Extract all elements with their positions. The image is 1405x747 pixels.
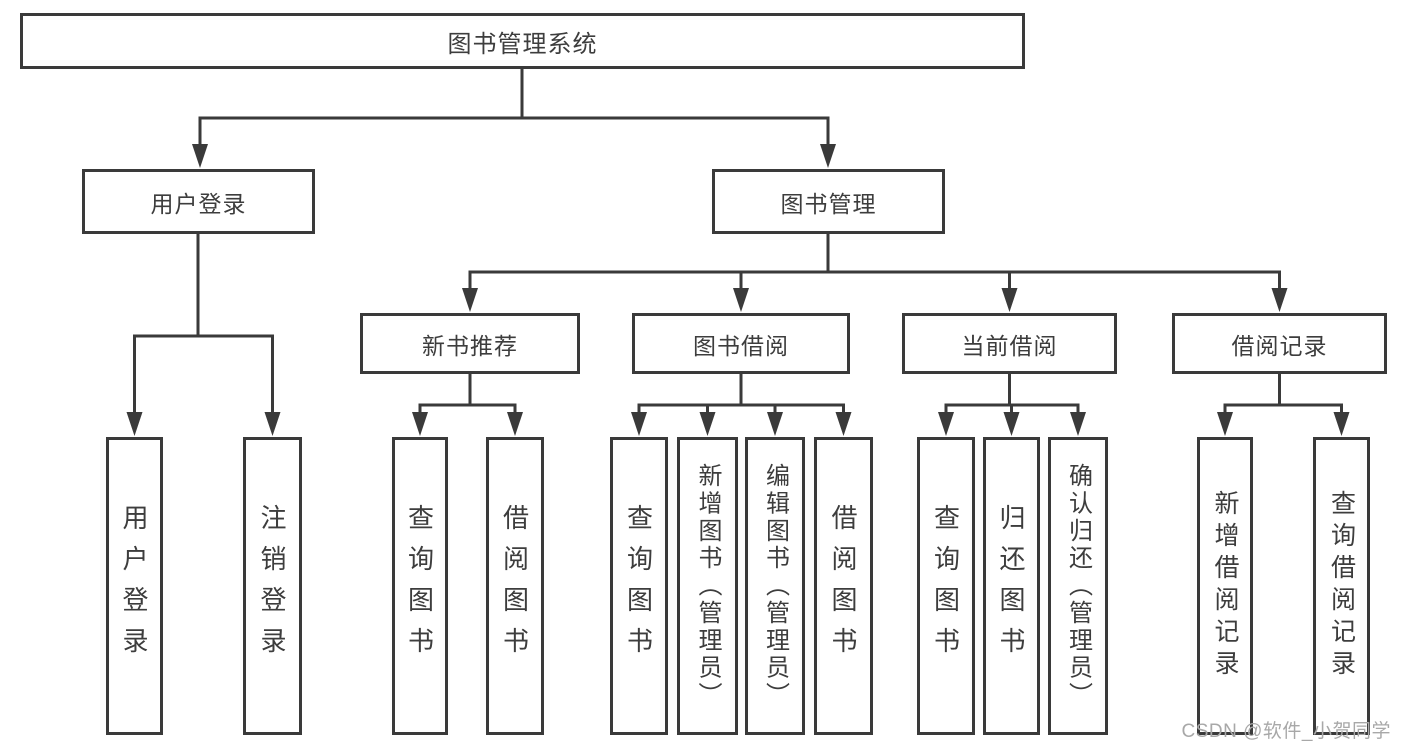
leaf-borrow-books-2: 借阅图书 — [814, 437, 873, 735]
node-book-management: 图书管理 — [712, 169, 945, 234]
node-book-borrow: 图书借阅 — [632, 313, 850, 374]
node-label: 用户登录 — [119, 503, 149, 669]
leaf-add-borrow-record: 新增借阅记录 — [1197, 437, 1253, 735]
leaf-query-borrow-record: 查询借阅记录 — [1313, 437, 1370, 735]
node-label: 注销登录 — [257, 503, 287, 669]
leaf-confirm-return-admin: 确认归还（管理员） — [1048, 437, 1108, 735]
node-label: 查询借阅记录 — [1327, 490, 1356, 682]
leaf-add-book-admin: 新增图书（管理员） — [677, 437, 738, 735]
node-label: 新书推荐 — [422, 332, 518, 359]
node-label: 查询图书 — [623, 503, 654, 669]
node-label: 用户登录 — [150, 190, 247, 217]
leaf-edit-book-admin: 编辑图书（管理员） — [745, 437, 805, 735]
node-new-book-recommend: 新书推荐 — [360, 313, 580, 374]
csdn-watermark: CSDN @软件_小贺同学 — [1181, 721, 1391, 742]
leaf-return-books: 归还图书 — [983, 437, 1040, 735]
leaf-query-books-3: 查询图书 — [917, 437, 975, 735]
node-label: 图书管理系统 — [447, 30, 598, 58]
node-label: 当前借阅 — [961, 332, 1058, 359]
node-label: 查询图书 — [404, 503, 435, 669]
node-label: 图书借阅 — [693, 332, 789, 359]
leaf-logout: 注销登录 — [243, 437, 302, 735]
node-user-login: 用户登录 — [82, 169, 315, 234]
node-label: 新增借阅记录 — [1211, 490, 1239, 682]
node-label: 编辑图书（管理员） — [761, 462, 789, 710]
node-label: 归还图书 — [996, 503, 1026, 669]
node-borrow-records: 借阅记录 — [1172, 313, 1387, 374]
leaf-query-books-2: 查询图书 — [610, 437, 668, 735]
node-label: 借阅图书 — [828, 503, 858, 669]
leaf-user-login: 用户登录 — [106, 437, 163, 735]
leaf-borrow-books-1: 借阅图书 — [486, 437, 544, 735]
node-label: 借阅图书 — [499, 503, 530, 669]
arrowheads — [126, 144, 1350, 436]
node-label: 新增图书（管理员） — [694, 462, 721, 710]
node-label: 查询图书 — [930, 503, 961, 669]
node-library-management-system: 图书管理系统 — [20, 13, 1025, 69]
node-label: 借阅记录 — [1231, 332, 1328, 359]
leaf-query-books-1: 查询图书 — [392, 437, 448, 735]
node-label: 图书管理 — [780, 190, 877, 217]
node-label: 确认归还（管理员） — [1064, 462, 1092, 710]
node-current-borrow: 当前借阅 — [902, 313, 1117, 374]
